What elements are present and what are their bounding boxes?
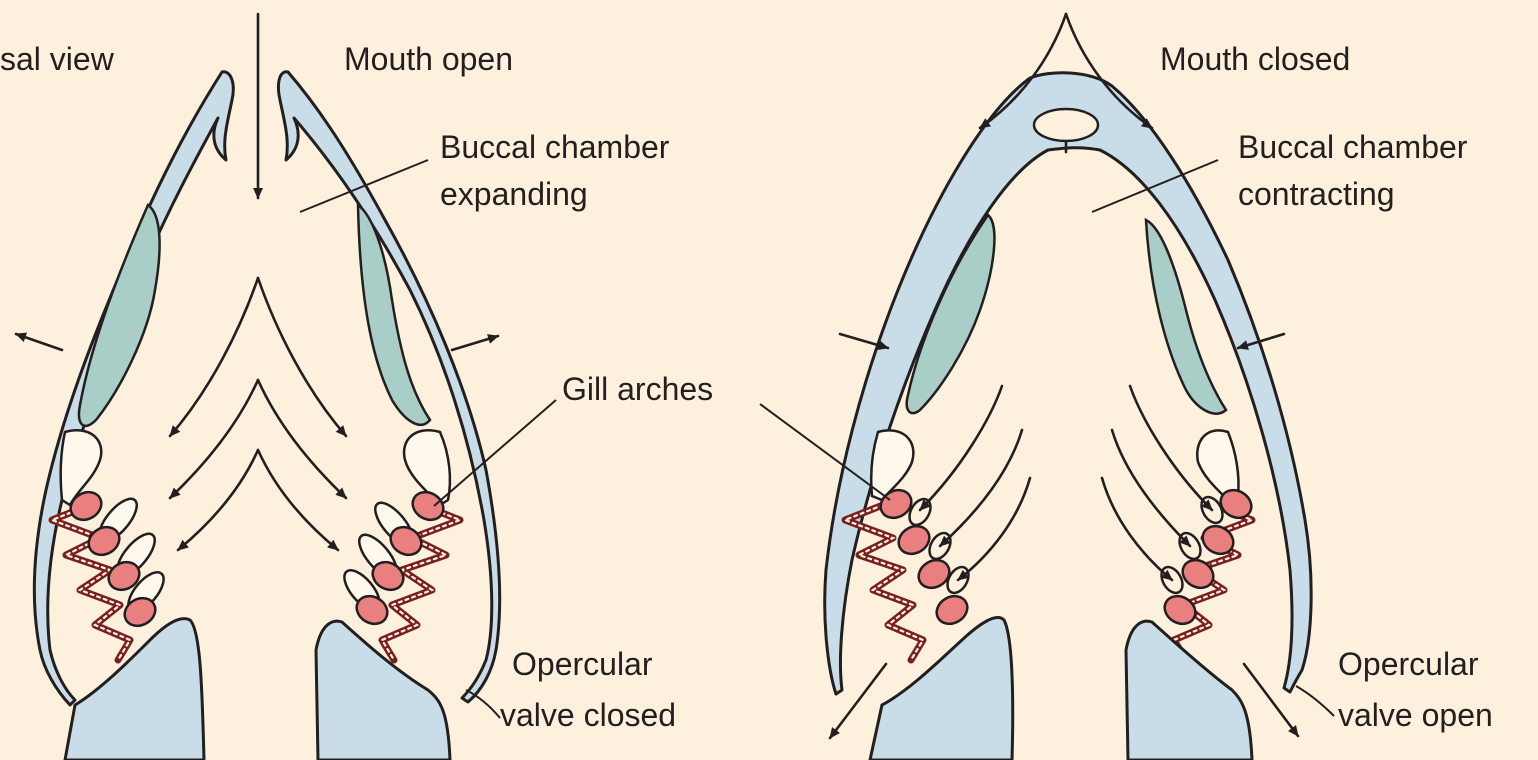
right-valve-label-1: Opercular xyxy=(1338,646,1479,682)
left-body-l xyxy=(65,619,204,760)
right-valve-leader xyxy=(1296,686,1334,716)
left-view-label: sal view xyxy=(0,41,115,77)
right-mouth-shape xyxy=(1034,109,1098,141)
right-pocket-l xyxy=(871,430,913,500)
left-buccal-label-2: expanding xyxy=(440,176,588,212)
left-buccal-label-1: Buccal chamber xyxy=(440,129,670,165)
right-buccal-label-1: Buccal chamber xyxy=(1238,129,1468,165)
left-panel: sal view Mouth open Buccal chamber expan… xyxy=(0,14,713,760)
gill-arches-leader-left xyxy=(434,400,556,506)
left-mouth-label: Mouth open xyxy=(344,41,513,77)
right-panel: Mouth closed Buccal chamber contracting … xyxy=(760,14,1493,760)
gill-arches-label: Gill arches xyxy=(562,371,713,407)
right-buccal-label-2: contracting xyxy=(1238,176,1395,212)
right-valve-label-2: valve open xyxy=(1338,697,1493,733)
left-valve-label-1: Opercular xyxy=(512,646,653,682)
left-muscle-left xyxy=(79,205,160,426)
right-body-r xyxy=(1126,621,1252,760)
right-mouth-label: Mouth closed xyxy=(1160,41,1350,77)
left-valve-label-2: valve closed xyxy=(500,697,676,733)
right-body-l xyxy=(870,618,1013,760)
